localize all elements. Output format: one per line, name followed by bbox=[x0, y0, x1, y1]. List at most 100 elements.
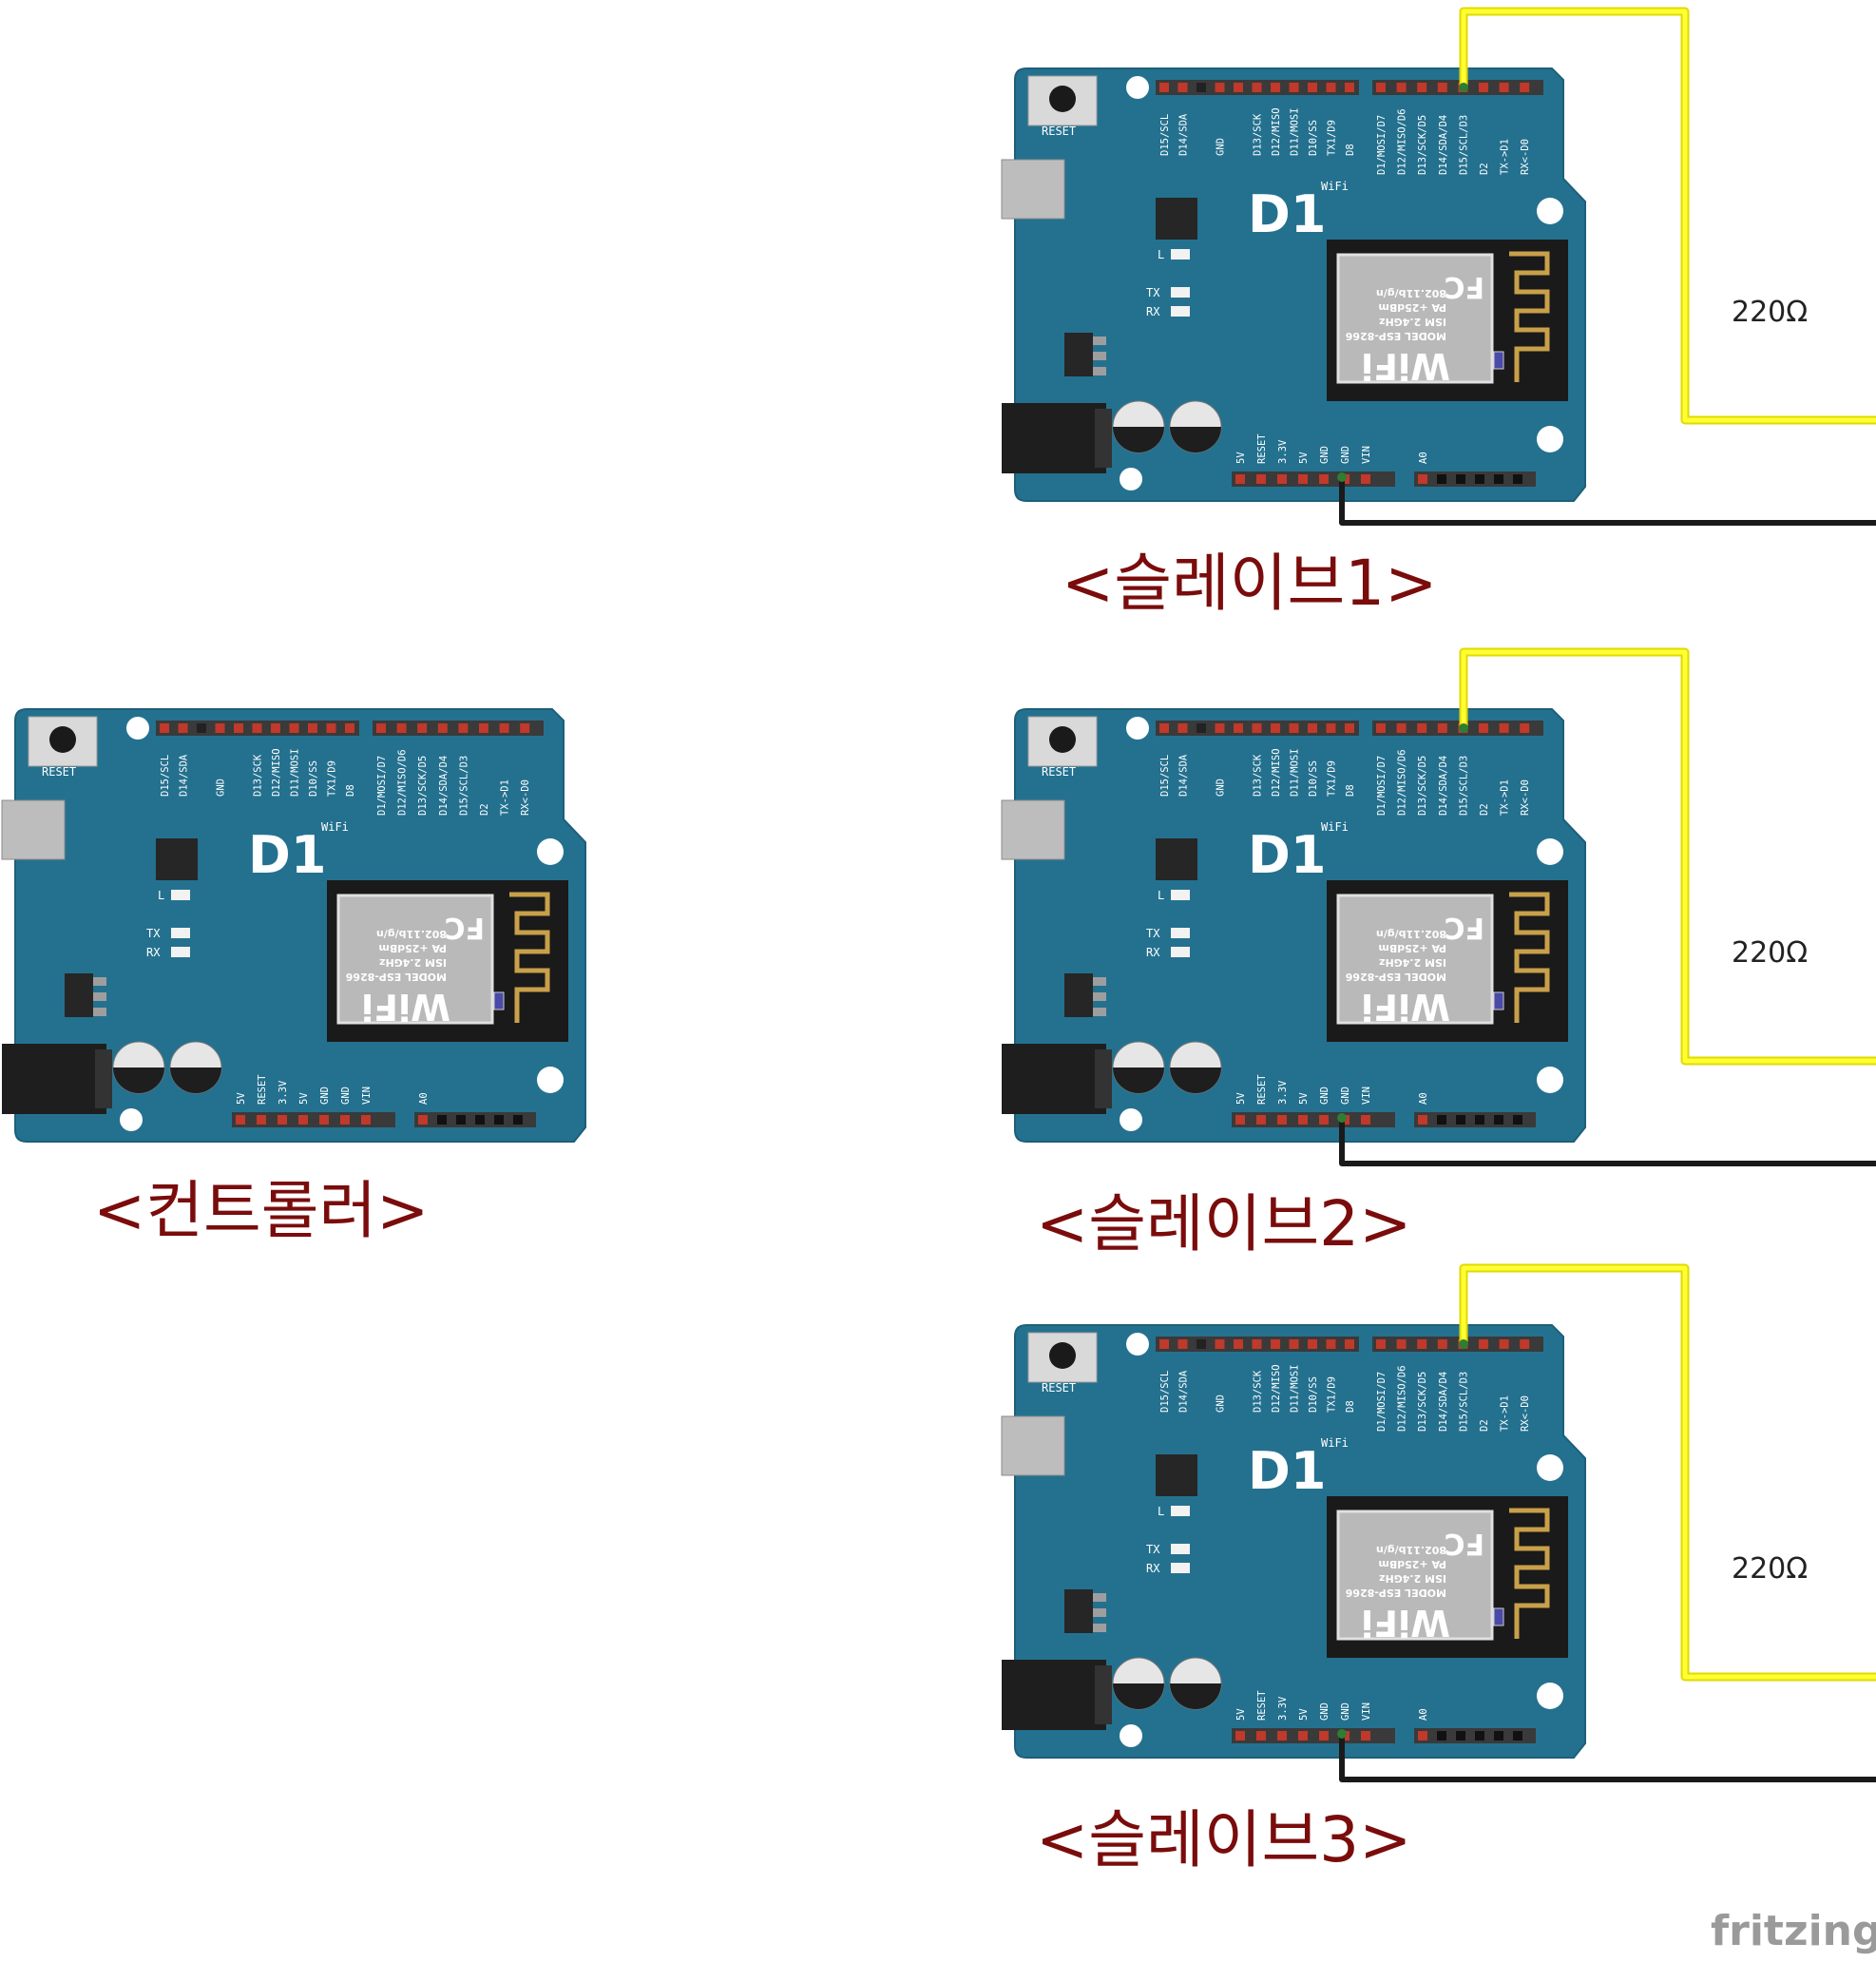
pin-label: TX->D1 bbox=[500, 779, 511, 816]
header-pin bbox=[1418, 474, 1427, 484]
pin-label: RESET bbox=[1256, 433, 1268, 464]
pin-label: TX1/D9 bbox=[1327, 760, 1338, 797]
resistor-label-slave3: 220Ω bbox=[1732, 1552, 1808, 1586]
header-pin bbox=[456, 1115, 466, 1125]
pin-label: D2 bbox=[479, 803, 490, 816]
header-pin bbox=[298, 1115, 308, 1125]
module-spec-line: ISM 2.4GHz bbox=[1379, 316, 1446, 328]
module-spec-line: MODEL ESP-8266 bbox=[1345, 971, 1446, 983]
header-pin bbox=[308, 723, 317, 733]
header-pin bbox=[1308, 83, 1317, 92]
module-spec-line: PA +25dBm bbox=[1378, 1558, 1446, 1570]
pin-label: D15/SCL/D3 bbox=[1458, 1372, 1469, 1432]
d1-logo: D1 bbox=[248, 825, 326, 885]
pin-label: D12/MISO/D6 bbox=[1397, 108, 1408, 175]
module-spec-line: 802.11b/g/n bbox=[1376, 928, 1446, 940]
module-spec-line: MODEL ESP-8266 bbox=[1345, 1587, 1446, 1599]
pin-label: RX<-D0 bbox=[1520, 779, 1531, 816]
header-pin bbox=[1475, 1115, 1484, 1125]
header-pin bbox=[1520, 723, 1530, 733]
pin-label: RX<-D0 bbox=[1520, 139, 1531, 175]
header-pin bbox=[475, 1115, 485, 1125]
header-pin bbox=[1271, 1339, 1280, 1349]
module-spec-line: PA +25dBm bbox=[1378, 942, 1446, 954]
header-pin bbox=[1196, 83, 1206, 92]
header-pin bbox=[1196, 1339, 1206, 1349]
led-l-label: L bbox=[158, 889, 164, 902]
header-pin bbox=[1271, 723, 1280, 733]
signal-wire-core bbox=[1461, 1265, 1876, 1680]
pin-label: RESET bbox=[1256, 1690, 1268, 1721]
led-tx-label: TX bbox=[146, 927, 161, 940]
caption-slave2: <슬레이브2> bbox=[1036, 1187, 1411, 1260]
header-pin bbox=[1417, 1339, 1427, 1349]
header-pin bbox=[479, 723, 488, 733]
pin-label: VIN bbox=[1361, 446, 1372, 464]
pin-label: D12/MISO bbox=[271, 748, 282, 797]
pin-label: D10/SS bbox=[1308, 120, 1319, 156]
pin-label: D8 bbox=[1345, 144, 1356, 156]
header-pin bbox=[1456, 1731, 1465, 1741]
pin-label: GND bbox=[319, 1087, 331, 1105]
header-pin bbox=[1234, 1339, 1243, 1349]
signal-wire-core bbox=[1461, 649, 1876, 1064]
pin-label: D14/SDA/D4 bbox=[1438, 1372, 1449, 1432]
header-pin bbox=[289, 723, 299, 733]
header-pin bbox=[1520, 83, 1530, 92]
pin-label: GND bbox=[1319, 1087, 1330, 1105]
header-pin bbox=[1513, 474, 1522, 484]
pin-label: 5V bbox=[1235, 452, 1247, 464]
header-pin bbox=[1256, 1115, 1266, 1125]
header-pin bbox=[1289, 83, 1299, 92]
header-pin bbox=[1520, 1339, 1530, 1349]
pin-label: D10/SS bbox=[1308, 1376, 1319, 1413]
pin-label: RX<-D0 bbox=[1520, 1395, 1531, 1432]
header-pin bbox=[1298, 1731, 1308, 1741]
header-pin bbox=[1437, 474, 1446, 484]
d1-logo: D1 bbox=[1248, 184, 1326, 244]
pin-label: TX->D1 bbox=[1500, 1395, 1511, 1432]
header-pin bbox=[1159, 723, 1169, 733]
header-pin bbox=[1326, 83, 1336, 92]
wire-endpoint bbox=[1459, 723, 1468, 733]
pin-label: GND bbox=[1216, 779, 1227, 797]
header-pin bbox=[1177, 723, 1188, 733]
header-pin bbox=[1177, 1339, 1188, 1349]
header-pin bbox=[278, 1115, 287, 1125]
pin-label: D8 bbox=[345, 784, 356, 797]
reset-label: RESET bbox=[1042, 1381, 1076, 1395]
pin-label: A0 bbox=[1418, 1092, 1429, 1105]
header-pin bbox=[1494, 1115, 1503, 1125]
header-pin bbox=[1396, 83, 1407, 92]
d1-logo: D1 bbox=[1248, 1441, 1326, 1501]
wifi-label: WiFi bbox=[321, 820, 349, 834]
pin-label: 5V bbox=[1235, 1092, 1247, 1105]
header-pin bbox=[1252, 723, 1262, 733]
pin-label: GND bbox=[1216, 138, 1227, 156]
header-pin bbox=[252, 723, 262, 733]
header-pin bbox=[1308, 723, 1317, 733]
wire-endpoint bbox=[1337, 1113, 1347, 1123]
header-pin bbox=[1513, 1115, 1522, 1125]
pin-label: D13/SCK bbox=[1253, 754, 1264, 797]
ground-wire bbox=[1339, 477, 1876, 526]
pin-label: D1/MOSI/D7 bbox=[1376, 115, 1388, 175]
module-fc-mark: FC bbox=[1444, 270, 1484, 303]
led-rx-label: RX bbox=[1146, 946, 1160, 959]
wire-endpoint bbox=[1459, 1339, 1468, 1349]
pin-label: 3.3V bbox=[1277, 439, 1289, 464]
wifi-label: WiFi bbox=[1321, 1436, 1349, 1450]
header-pin bbox=[1494, 1731, 1503, 1741]
header-pin bbox=[1456, 1115, 1465, 1125]
header-pin bbox=[418, 1115, 428, 1125]
pin-label: TX1/D9 bbox=[1327, 120, 1338, 156]
header-pin bbox=[520, 723, 530, 733]
pin-label: TX->D1 bbox=[1500, 779, 1511, 816]
circuit-slave2 bbox=[1337, 647, 1876, 1166]
header-pin bbox=[1437, 1115, 1446, 1125]
pin-label: D14/SDA bbox=[1178, 113, 1190, 156]
